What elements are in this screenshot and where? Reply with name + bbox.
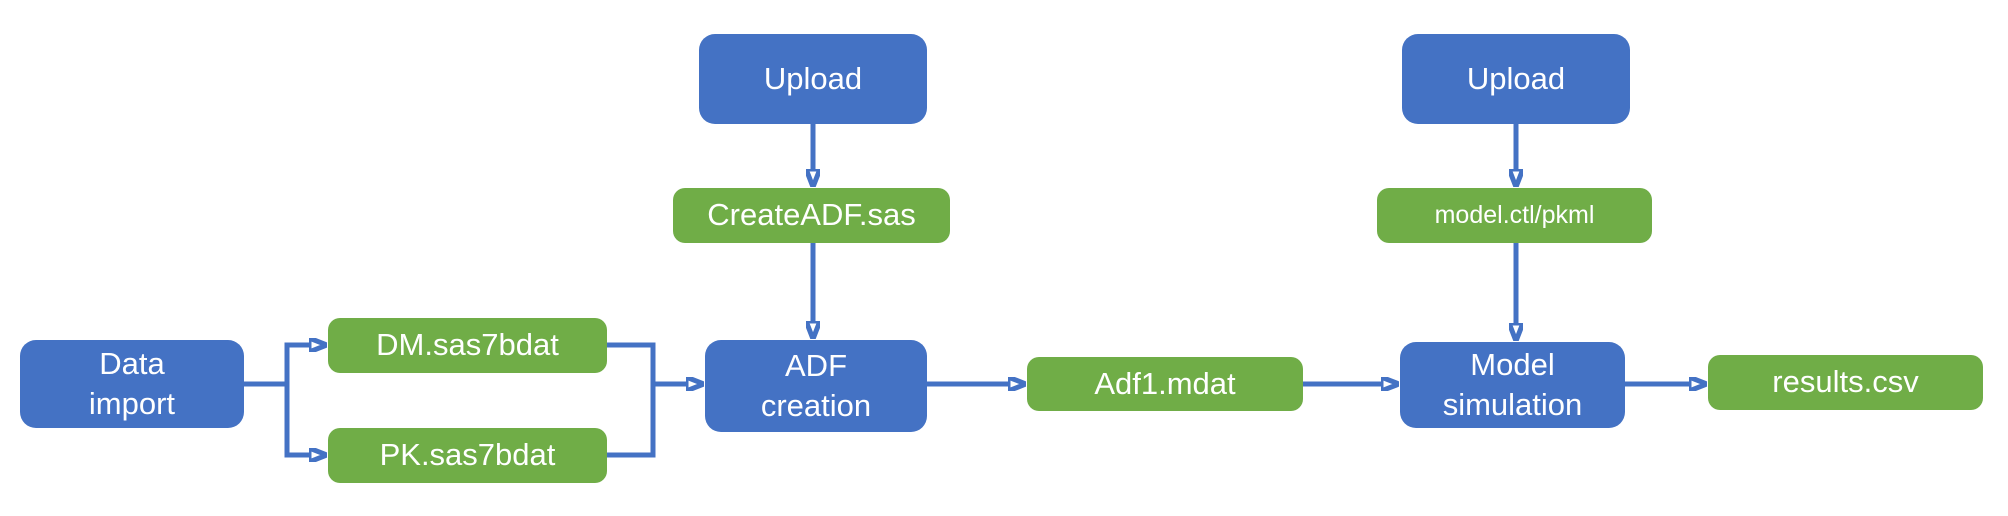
node-model-simulation: Model simulation — [1400, 342, 1625, 428]
node-adf1-mdat: Adf1.mdat — [1027, 357, 1303, 411]
edge-data-import-to-dm — [244, 345, 311, 387]
node-label: Data — [99, 345, 165, 381]
node-pk-sas7bdat: PK.sas7bdat — [328, 428, 607, 483]
node-label: Adf1.mdat — [1094, 365, 1236, 401]
node-label: results.csv — [1772, 364, 1919, 400]
node-upload-right: Upload — [1402, 34, 1630, 124]
node-label: creation — [760, 388, 872, 423]
node-createadf-sas: CreateADF.sas — [673, 188, 950, 243]
edge-dm-pk-collector — [607, 342, 656, 458]
node-label: import — [88, 386, 176, 421]
node-results-csv: results.csv — [1708, 355, 1983, 410]
node-data-import: Data import — [20, 340, 244, 428]
node-dm-sas7bdat: DM.sas7bdat — [328, 318, 607, 373]
node-adf-creation: ADF creation — [705, 340, 927, 432]
node-label: simulation — [1442, 387, 1583, 422]
node-label: model.ctl/pkml — [1434, 201, 1595, 230]
edge-data-import-to-pk — [284, 384, 311, 455]
node-label: Model — [1470, 346, 1555, 382]
node-label: Upload — [763, 60, 863, 96]
node-label: CreateADF.sas — [707, 197, 916, 233]
node-model-ctl-pkml: model.ctl/pkml — [1377, 188, 1652, 243]
node-label: Upload — [1466, 60, 1566, 96]
node-label: PK.sas7bdat — [379, 437, 556, 473]
node-upload-left: Upload — [699, 34, 927, 124]
node-label: DM.sas7bdat — [376, 327, 559, 363]
node-label: ADF — [785, 347, 847, 383]
